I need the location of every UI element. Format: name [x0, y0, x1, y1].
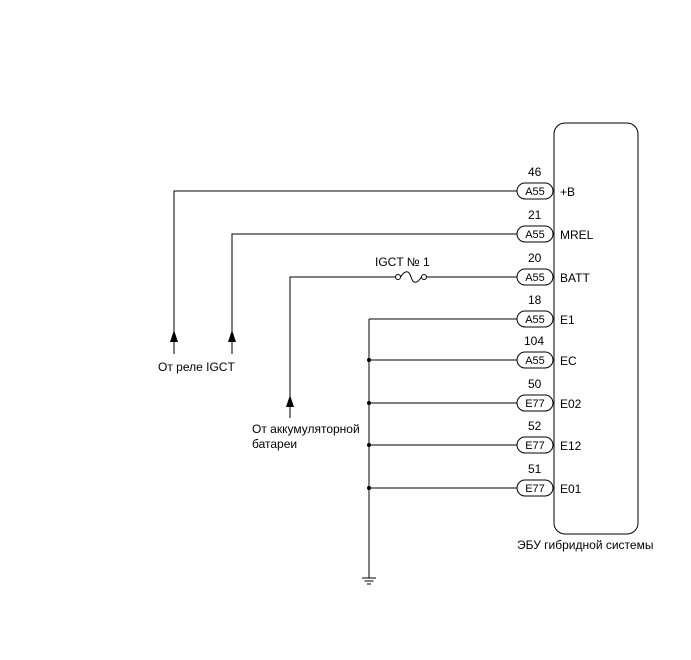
source-battery-label-2: батареи — [252, 437, 297, 451]
pin-number: 104 — [524, 334, 544, 348]
arrow-up-icon — [228, 330, 236, 342]
terminal-name: E02 — [560, 397, 582, 411]
pin-number: 51 — [528, 462, 542, 476]
terminal-name: EC — [560, 354, 577, 368]
connector-badge — [516, 436, 554, 454]
terminal-row: 21 A55 MREL — [516, 208, 594, 243]
wire-plus-b — [173, 190, 517, 337]
terminal-name: E12 — [560, 439, 582, 453]
connector-label: A55 — [525, 229, 545, 241]
connector-badge — [516, 351, 554, 369]
fuse-label: IGCT № 1 — [375, 255, 430, 269]
connector-badge — [516, 310, 554, 328]
terminal-row: 20 A55 BATT — [516, 251, 590, 286]
terminal-row: 18 A55 E1 — [516, 293, 575, 328]
terminal-name: MREL — [560, 228, 594, 242]
junction-dot — [367, 486, 371, 490]
arrow-up-icon — [170, 330, 178, 342]
fuse-icon — [395, 271, 427, 283]
ecu-label: ЭБУ гибридной системы — [517, 538, 653, 552]
source-battery-label-1: От аккумуляторной — [252, 422, 360, 436]
terminal-row: 51 E77 E01 — [516, 462, 582, 497]
connector-badge — [516, 268, 554, 286]
connector-label: E77 — [525, 483, 545, 495]
connector-badge — [516, 182, 554, 200]
connector-label: E77 — [525, 398, 545, 410]
terminal-row: 104 A55 EC — [516, 334, 577, 369]
junction-dot — [367, 358, 371, 362]
junction-dot — [367, 443, 371, 447]
pin-number: 20 — [528, 251, 542, 265]
terminal-row: 52 E77 E12 — [516, 419, 582, 454]
connector-label: E77 — [525, 440, 545, 452]
ecu-box — [553, 122, 639, 535]
junction-dot — [367, 401, 371, 405]
source-relay-label: От реле IGCT — [158, 360, 235, 374]
terminal-name: E01 — [560, 482, 582, 496]
terminal-name: E1 — [560, 313, 575, 327]
terminal-row: 46 A55 +B — [516, 165, 575, 200]
connector-label: A55 — [525, 186, 545, 198]
pin-number: 21 — [528, 208, 542, 222]
pin-number: 18 — [528, 293, 542, 307]
connector-badge — [516, 479, 554, 497]
connector-label: A55 — [525, 272, 545, 284]
arrow-up-icon — [286, 395, 294, 407]
wire-batt-left — [289, 276, 396, 402]
pin-number: 46 — [528, 165, 542, 179]
connector-label: A55 — [525, 355, 545, 367]
terminal-name: +B — [560, 185, 575, 199]
connector-badge — [516, 394, 554, 412]
pin-number: 52 — [528, 419, 542, 433]
ground-icon — [362, 577, 376, 585]
wire-mrel — [231, 233, 517, 337]
connector-label: A55 — [525, 314, 545, 326]
terminal-name: BATT — [560, 271, 590, 285]
pin-number: 50 — [528, 377, 542, 391]
terminal-row: 50 E77 E02 — [516, 377, 582, 412]
connector-badge — [516, 225, 554, 243]
